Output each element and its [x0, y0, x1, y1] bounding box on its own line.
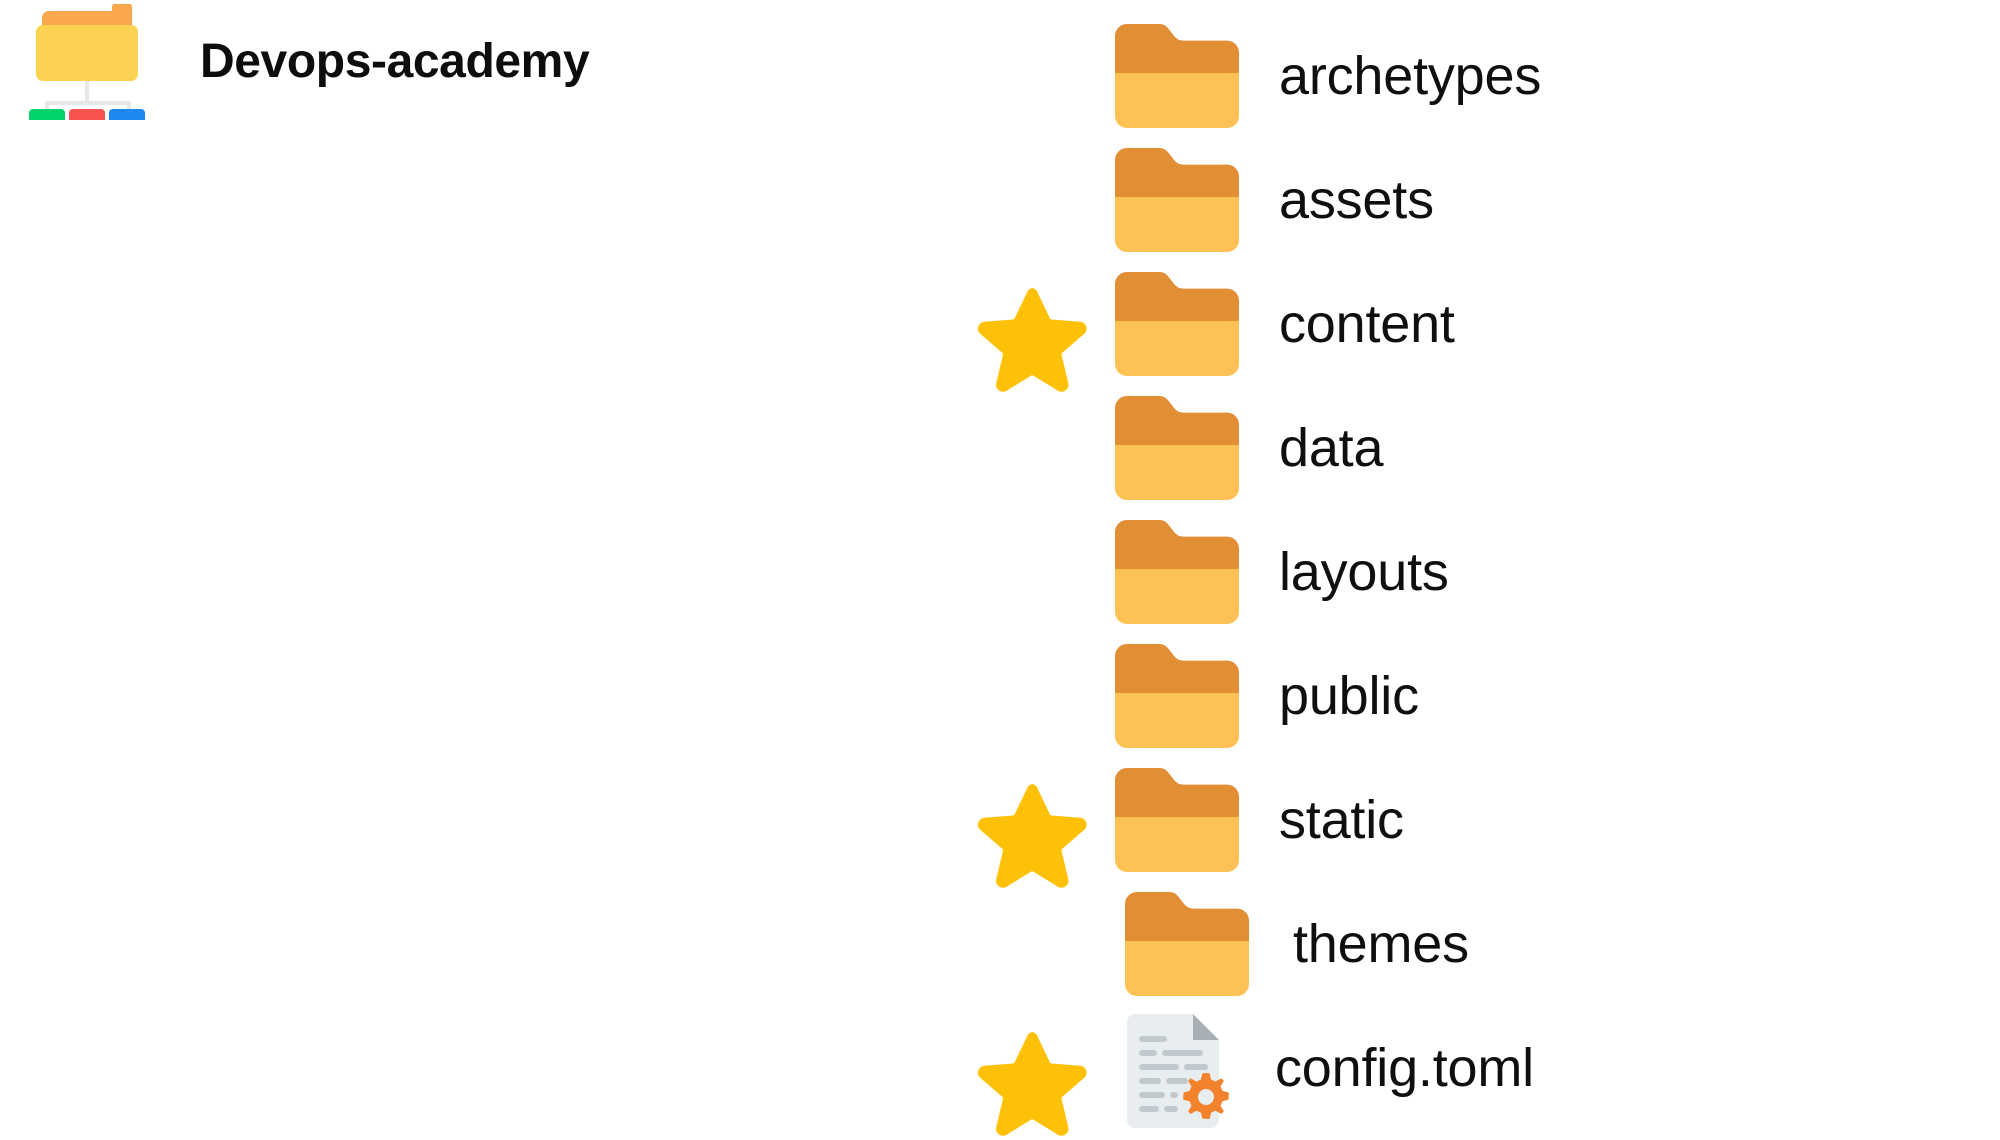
gear-icon [1183, 1073, 1229, 1119]
tree-item-label: static [1279, 790, 1404, 850]
tree-row[interactable]: public [950, 634, 2000, 758]
tree-item-label: archetypes [1279, 46, 1542, 106]
star-slot-empty [950, 510, 1115, 634]
folder-icon[interactable] [1115, 146, 1239, 254]
star-slot-empty [950, 634, 1115, 758]
config-file-icon[interactable] [1119, 1012, 1237, 1128]
tree-item-label: public [1279, 666, 1419, 726]
tree-item-icon[interactable] [1125, 882, 1255, 1006]
tree-item-icon[interactable] [1115, 510, 1245, 634]
tree-item-icon[interactable] [1115, 1006, 1245, 1130]
folder-icon[interactable] [1125, 890, 1249, 998]
tree-item-label: assets [1279, 170, 1434, 230]
tree-item-label: config.toml [1275, 1038, 1534, 1098]
tree-item-icon[interactable] [1115, 758, 1245, 882]
node-green [29, 109, 65, 120]
tree-item-label: themes [1293, 914, 1469, 974]
tree-item-icon[interactable] [1115, 14, 1245, 138]
star-icon[interactable] [972, 780, 1090, 892]
tree-row[interactable]: config.toml [950, 1006, 2000, 1136]
tree-row[interactable]: archetypes [950, 14, 2000, 138]
folder-icon[interactable] [1115, 518, 1239, 626]
tree-row[interactable]: content [950, 262, 2000, 392]
tree-item-icon[interactable] [1115, 262, 1245, 386]
header: Devops-academy [0, 0, 900, 160]
tree-row[interactable]: static [950, 758, 2000, 888]
folder-icon[interactable] [1115, 766, 1239, 874]
star-slot-empty [950, 138, 1115, 262]
tree-item-label: data [1279, 418, 1384, 478]
node-blue [109, 109, 145, 120]
tree-item-label: layouts [1279, 542, 1449, 602]
star-slot-empty [950, 14, 1115, 138]
tree-row[interactable]: assets [950, 138, 2000, 262]
tree-item-label: content [1279, 294, 1455, 354]
star-icon[interactable] [972, 284, 1090, 396]
tree-row[interactable]: layouts [950, 510, 2000, 634]
folder-icon[interactable] [1115, 270, 1239, 378]
tree-row[interactable]: data [950, 386, 2000, 510]
star-slot-empty [950, 882, 1115, 1006]
star-slot [950, 758, 1115, 888]
folder-tree-icon [24, 3, 154, 120]
tree-item-icon[interactable] [1115, 138, 1245, 262]
star-slot [950, 1006, 1115, 1136]
tree-item-icon[interactable] [1115, 386, 1245, 510]
page-title: Devops-academy [200, 35, 590, 88]
folder-icon[interactable] [1115, 394, 1239, 502]
tree-row[interactable]: themes [950, 882, 2000, 1006]
folder-icon[interactable] [1115, 642, 1239, 750]
tree-item-icon[interactable] [1115, 634, 1245, 758]
star-slot-empty [950, 386, 1115, 510]
star-slot [950, 262, 1115, 392]
star-icon[interactable] [972, 1028, 1090, 1140]
folder-icon[interactable] [1115, 22, 1239, 130]
node-red [69, 109, 105, 120]
